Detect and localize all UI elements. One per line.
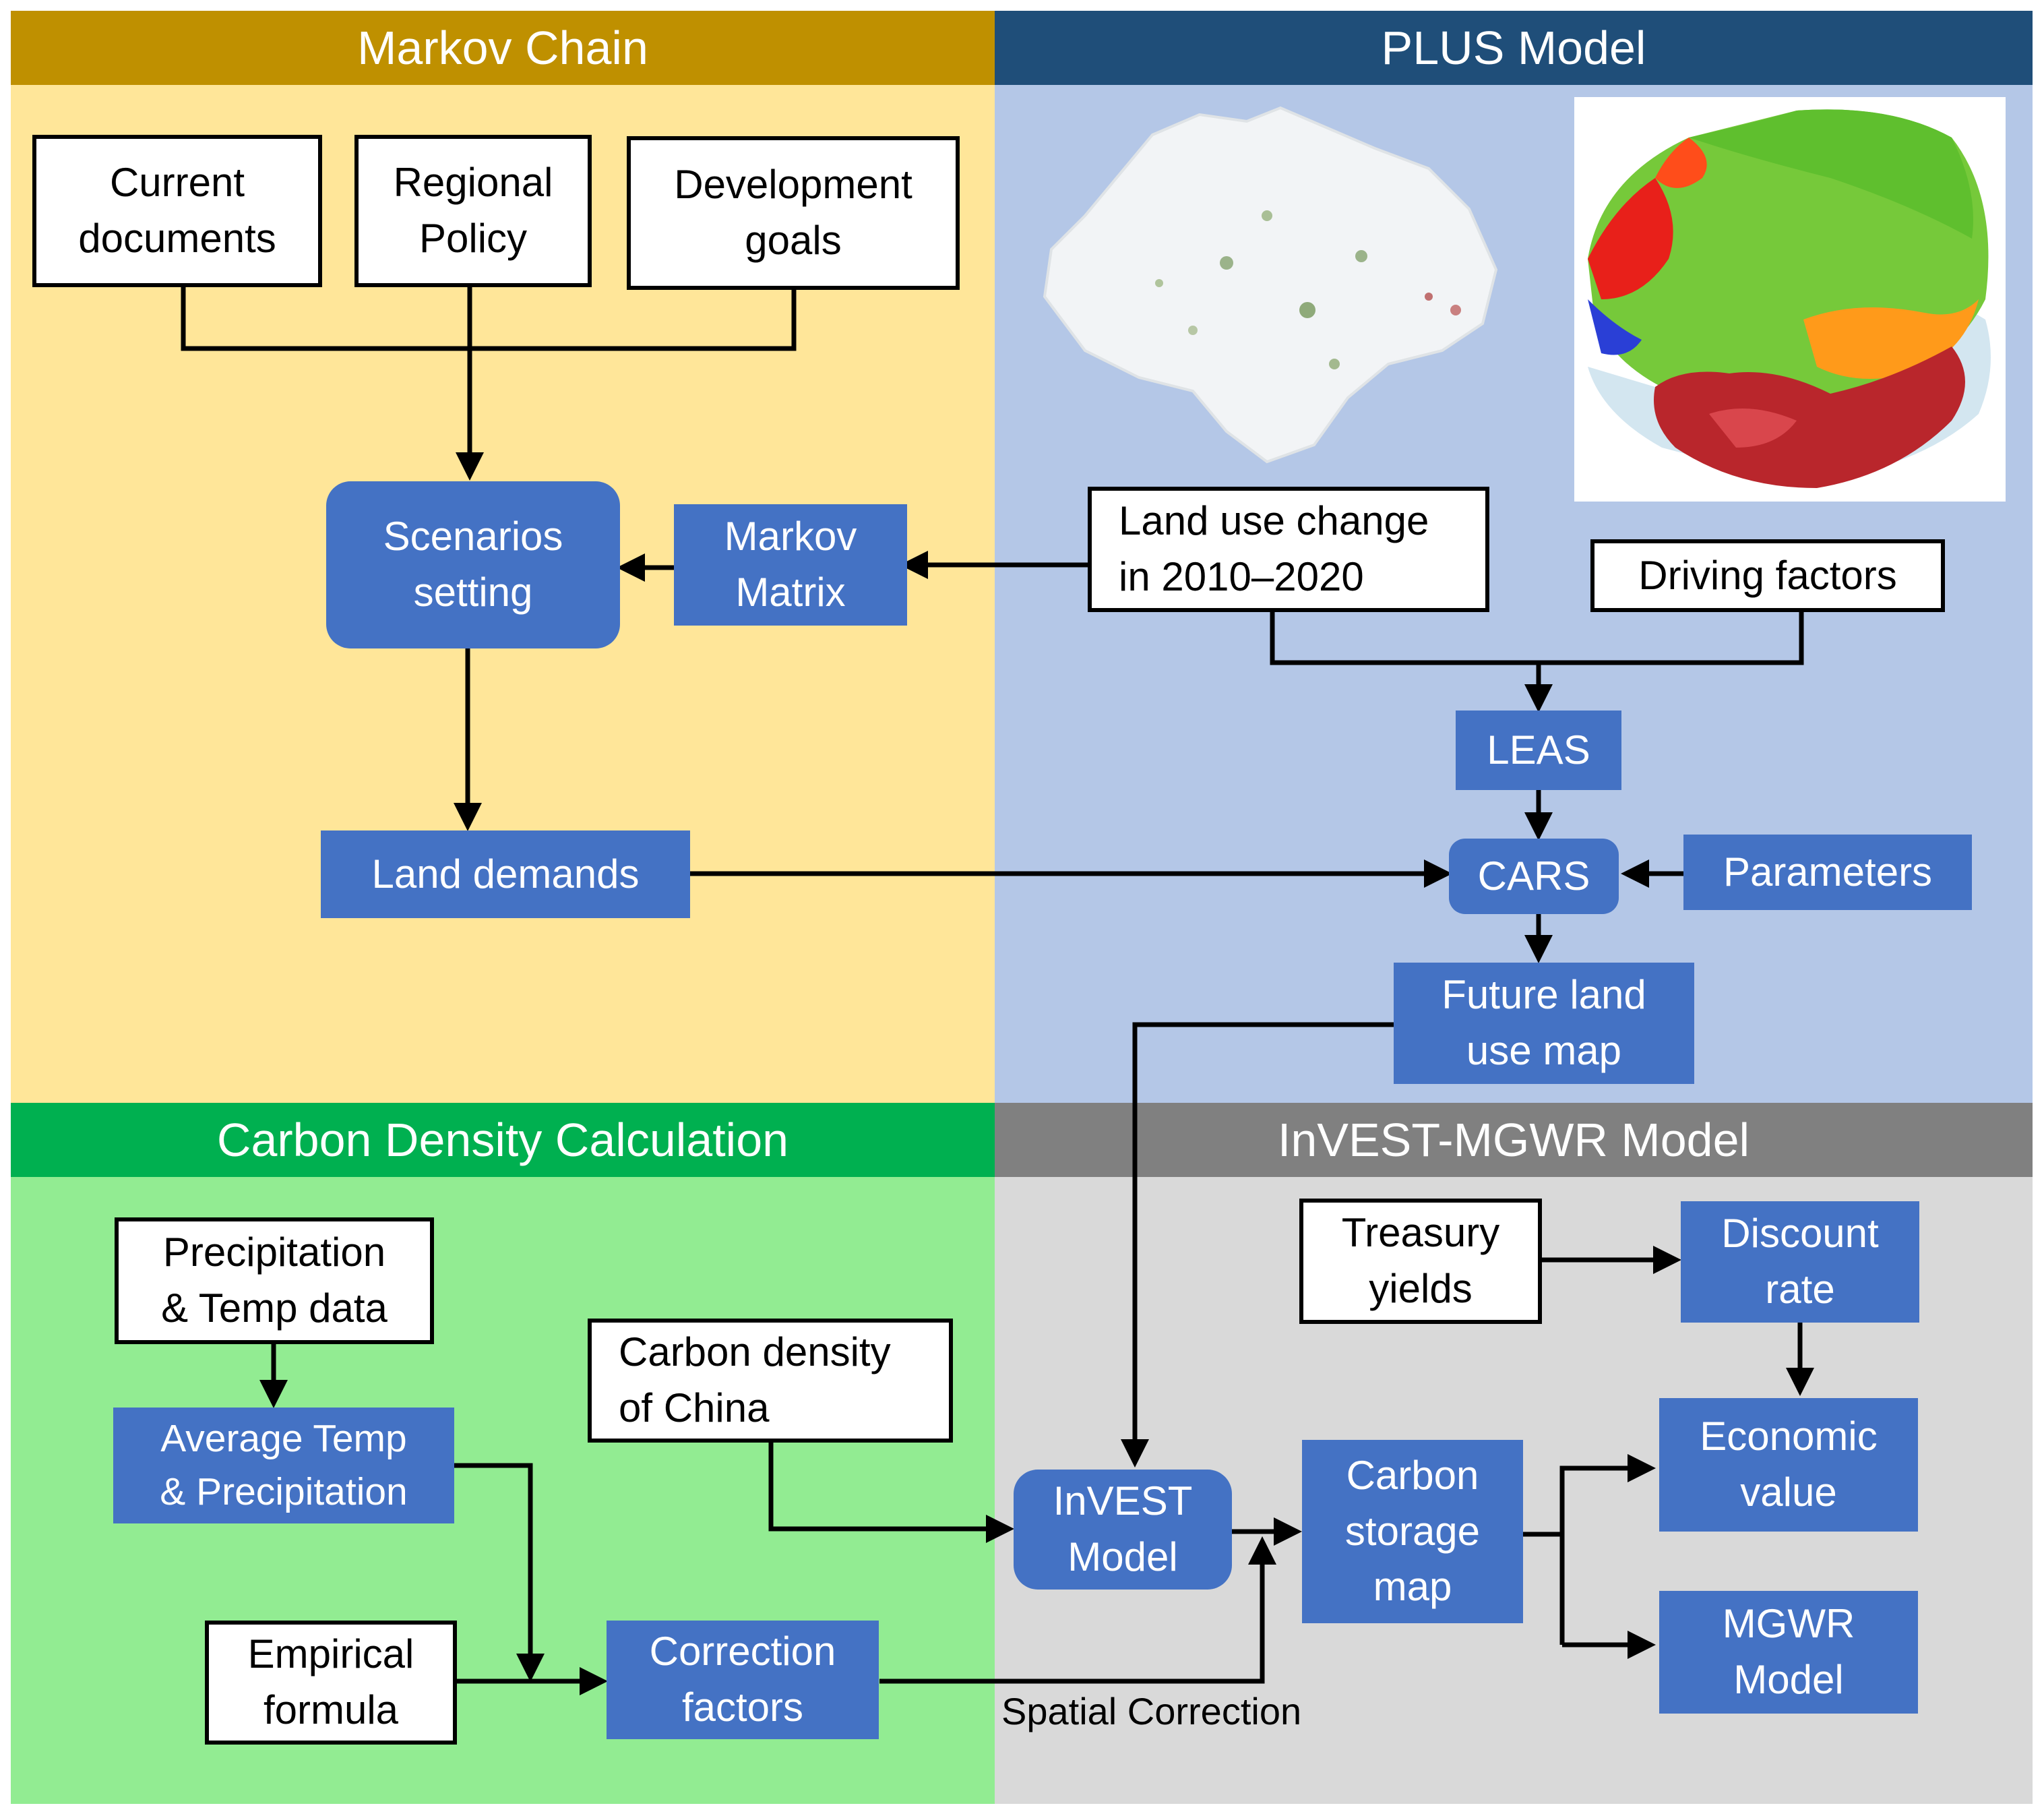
node-driving-factors: Driving factors (1590, 539, 1945, 612)
node-precipitation-temp-data: Precipitation & Temp data (115, 1217, 434, 1344)
node-markov-matrix: Markov Matrix (674, 504, 907, 626)
connector-storage-split (1523, 1532, 1565, 1645)
node-treasury-yields: Treasury yields (1299, 1199, 1542, 1324)
node-land-use-change: Land use change in 2010–2020 (1088, 487, 1489, 612)
label-spatial-correction: Spatial Correction (1001, 1690, 1302, 1732)
node-parameters: Parameters (1683, 835, 1972, 910)
node-carbon-storage-map: Carbon storage map (1302, 1440, 1523, 1623)
node-future-land-use-map: Future land use map (1394, 963, 1694, 1084)
driving-factors-map-image (1574, 97, 2006, 502)
panel-invest-mgwr-header: InVEST-MGWR Model (995, 1103, 2033, 1177)
node-development-goals: Development goals (627, 136, 960, 290)
arrow-storage-to-economic (1559, 1454, 1656, 1534)
node-empirical-formula: Empirical formula (205, 1621, 457, 1745)
node-economic-value: Economic value (1659, 1398, 1918, 1532)
panel-carbon-density-header: Carbon Density Calculation (11, 1103, 995, 1177)
arrow-china-to-invest (768, 1441, 1014, 1543)
panel-plus-model-header: PLUS Model (995, 11, 2033, 85)
panel-markov-chain-header: Markov Chain (11, 11, 995, 85)
node-land-demands: Land demands (321, 830, 690, 918)
node-scenarios-setting: Scenarios setting (326, 481, 620, 648)
node-average-temp-precipitation: Average Temp & Precipitation (113, 1408, 454, 1523)
arrow-average-to-merge (454, 1463, 545, 1682)
land-use-map-image (1043, 106, 1498, 464)
node-cars: CARS (1449, 839, 1619, 914)
node-mgwr-model: MGWR Model (1659, 1591, 1918, 1714)
node-leas: LEAS (1456, 711, 1621, 790)
node-current-documents: Current documents (32, 135, 322, 287)
arrow-correction-spatial (879, 1536, 1276, 1684)
node-discount-rate: Discount rate (1681, 1201, 1919, 1323)
node-invest-model: InVEST Model (1014, 1470, 1232, 1590)
node-correction-factors: Correction factors (607, 1621, 879, 1739)
node-carbon-density-china: Carbon density of China (588, 1319, 953, 1443)
connector-docs-to-merge (181, 286, 797, 351)
arrow-future-map-to-invest (1121, 1022, 1394, 1468)
node-regional-policy: Regional Policy (354, 135, 592, 287)
connector-landuse-driving (1270, 611, 1804, 665)
